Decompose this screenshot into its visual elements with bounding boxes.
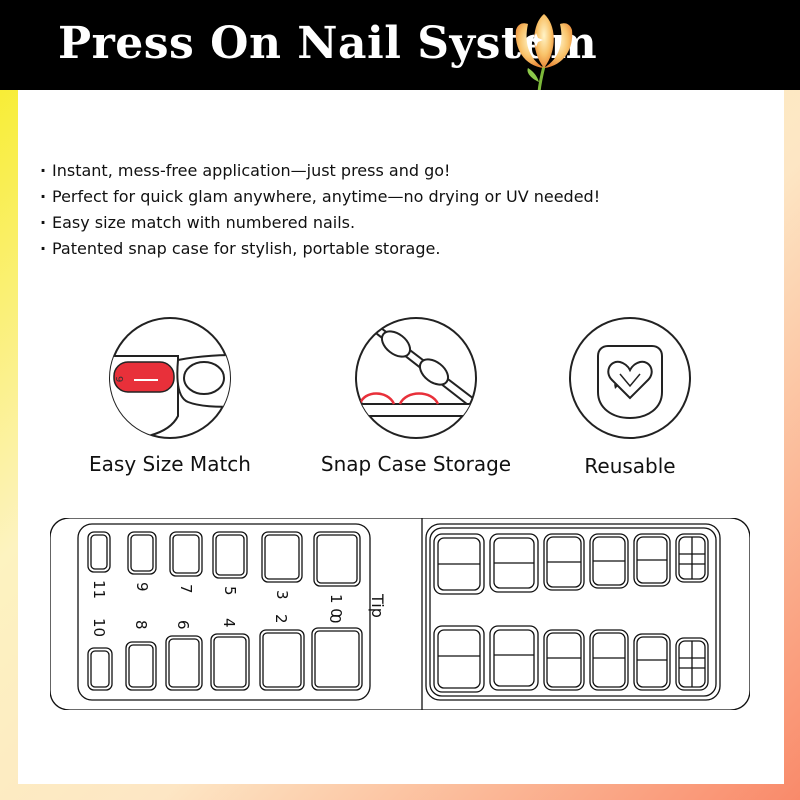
snap-case-icon [355,317,477,439]
nail-slot [633,533,671,587]
nail-slot [169,531,203,577]
nail-slot [313,531,361,587]
nail-slot [259,629,305,691]
bullet-text: Perfect for quick glam anywhere, anytime… [52,187,601,206]
nail-slot [433,533,485,595]
bullet-item: · Instant, mess-free application—just pre… [40,158,600,184]
right-tray [425,523,721,701]
size-number: 6 [174,620,192,630]
nail-slot [165,635,203,691]
bullet-item: · Perfect for quick glam anywhere, anytim… [40,184,600,210]
nail-slot [87,531,111,573]
tulip-icon [515,14,573,92]
nail-slot [675,533,709,583]
nail-slot [311,627,363,691]
bullet-item: · Patented snap case for stylish, portabl… [40,236,600,262]
bullet-marker: · [40,239,47,258]
feature-label-size-match: Easy Size Match [89,452,251,476]
size-number: 9 [133,582,151,592]
bullet-text: Instant, mess-free application—just pres… [52,161,451,180]
left-tray [77,523,371,701]
page-title: Press On Nail System [58,18,598,69]
nail-slot [261,531,303,583]
size-badge: 9 [113,376,124,382]
size-number: 2 [272,614,290,624]
size-number: 8 [132,620,150,630]
bullet-item: · Easy size match with numbered nails. [40,210,600,236]
nail-slot [543,533,585,591]
nail-slot [675,637,709,691]
nail-slot [589,533,629,589]
nail-slot [433,625,485,693]
nail-slot [87,647,113,691]
size-number: 0 [326,614,344,624]
nail-slot [125,641,157,691]
nail-slot [212,531,248,579]
reusable-heart-icon [569,317,691,439]
bullet-marker: · [40,161,47,180]
nail-slot [489,625,539,691]
fingertip-size-icon: 9 [109,317,231,439]
bullet-text: Easy size match with numbered nails. [52,213,356,232]
nail-slot [127,531,157,575]
tip-label: Tip [368,593,387,618]
nail-slot [489,533,539,593]
nail-slot [633,633,671,691]
case-outline [50,518,750,710]
nail-case-diagram: 11 9 7 5 3 1 0 10 8 6 4 2 0 Tip [50,518,750,710]
bullet-marker: · [40,187,47,206]
feature-bullet-list: · Instant, mess-free application—just pre… [40,158,600,262]
nail-slot [543,629,585,691]
size-number: 10 [90,618,108,637]
feature-label-reusable: Reusable [584,454,676,478]
size-number: 4 [220,618,238,628]
size-number: 1 0 [327,594,345,618]
bullet-marker: · [40,213,47,232]
size-number: 11 [90,580,108,599]
size-number: 7 [177,584,195,594]
bullet-text: Patented snap case for stylish, portable… [52,239,441,258]
feature-label-snap-case: Snap Case Storage [320,452,512,476]
nail-slot [210,633,250,691]
header-bar: Press On Nail System [0,0,800,92]
size-number: 3 [273,590,291,600]
nail-slot [589,629,629,691]
size-number: 5 [221,586,239,596]
